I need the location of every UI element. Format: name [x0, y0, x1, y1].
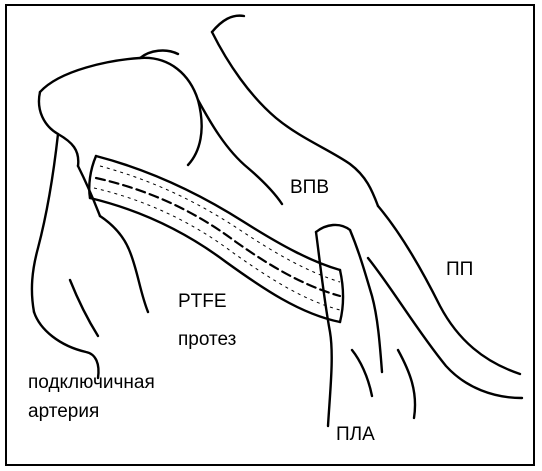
- right-atrium-lower: [368, 258, 522, 398]
- graft-label-line2: протез: [178, 330, 236, 351]
- svc-label: ВПВ: [290, 178, 329, 199]
- svc-top: [212, 16, 244, 32]
- graft-left-end: [89, 156, 96, 198]
- pulmonary-artery-label: ПЛА: [336, 425, 375, 446]
- subclavian-label-line2: артерия: [28, 402, 99, 423]
- right-atrium-outline: [378, 206, 520, 374]
- pulmonary-artery-detail: [352, 350, 372, 396]
- pulmonary-artery-right: [350, 230, 382, 372]
- right-atrium-label: ПП: [446, 260, 473, 281]
- graft-label-line1: PTFE: [178, 292, 227, 313]
- subclavian-label-line1: подключичная: [28, 373, 155, 394]
- aortic-arch-inner: [39, 92, 78, 166]
- subclavian-artery-inner: [70, 280, 98, 336]
- subclavian-artery-upper: [100, 216, 148, 312]
- aorta-left-trunk: [32, 134, 58, 312]
- svc-left-border: [198, 100, 282, 204]
- right-atrium-bottom: [398, 350, 415, 418]
- graft-top-edge: [96, 156, 340, 270]
- pulmonary-artery-join: [316, 225, 350, 232]
- aortic-arch-outline: [40, 58, 202, 165]
